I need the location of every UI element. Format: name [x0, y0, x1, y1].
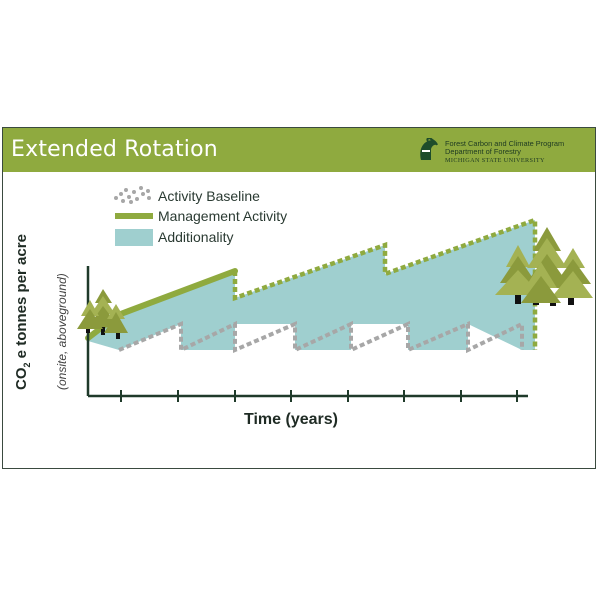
- legend-swatch-additionality: [115, 229, 153, 246]
- y-axis-title-co: CO: [13, 367, 30, 391]
- spartan-helmet-icon: [420, 138, 438, 160]
- y-axis-title-subscript: 2: [22, 362, 32, 368]
- y-axis-title-rest: e tonnes per acre: [13, 234, 30, 359]
- title-banner: Extended Rotation Forest Carbon and Clim…: [3, 128, 595, 172]
- activity-baseline-line: [118, 320, 524, 354]
- logo-program-name: Forest Carbon and Climate Program: [445, 139, 565, 148]
- large-tree-group-icon: [495, 227, 593, 306]
- small-tree-group-icon: [77, 289, 128, 339]
- logo-department: Department of Forestry: [445, 147, 521, 156]
- chart-svg: [77, 186, 593, 402]
- x-axis-title: Time (years): [244, 411, 338, 428]
- program-logo: Forest Carbon and Climate Program Depart…: [417, 134, 595, 168]
- diagram-card: Extended Rotation Forest Carbon and Clim…: [2, 127, 596, 469]
- additionality-area: [88, 220, 535, 350]
- y-axis-title: CO2 e tonnes per acre: [13, 234, 32, 390]
- management-activity-dotted-line: [232, 216, 538, 350]
- legend-label-baseline: Activity Baseline: [158, 188, 260, 204]
- logo-university: MICHIGAN STATE UNIVERSITY: [445, 157, 545, 164]
- legend-label-management: Management Activity: [158, 208, 288, 224]
- legend-label-additionality: Additionality: [158, 229, 234, 245]
- y-axis-subtitle: (onsite, aboveground): [55, 273, 69, 390]
- legend-swatch-baseline: [114, 186, 151, 204]
- legend-swatch-management: [115, 213, 153, 219]
- x-axis-ticks: [120, 390, 518, 402]
- page-title: Extended Rotation: [11, 137, 218, 162]
